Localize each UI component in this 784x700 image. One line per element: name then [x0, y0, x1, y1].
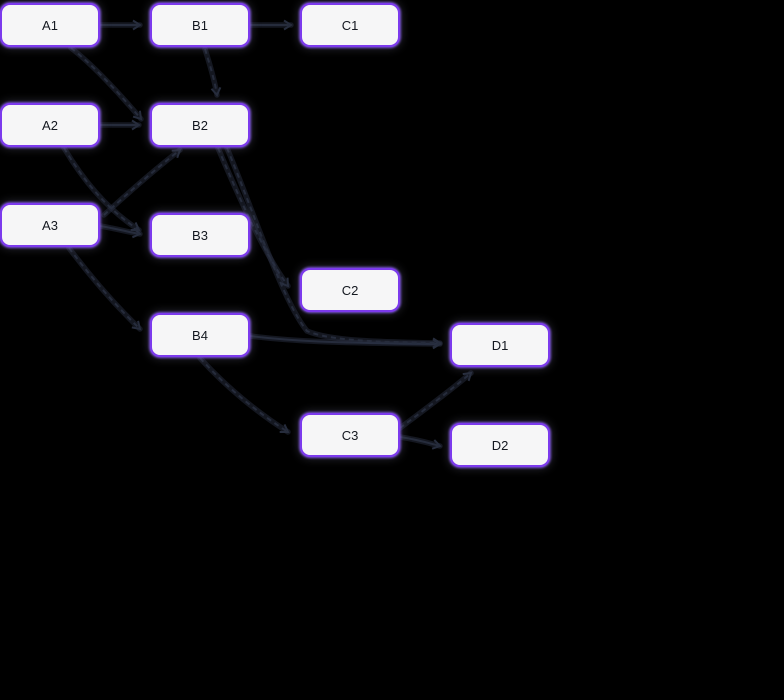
edge-b2-d1[interactable]: [226, 147, 442, 349]
edge-b2-c2[interactable]: [217, 147, 290, 288]
node-label-d2: D2: [491, 437, 509, 453]
edge-c3-d1[interactable]: [399, 371, 473, 429]
edge-c3-d2[interactable]: [399, 436, 442, 450]
edge-a3-b3[interactable]: [99, 225, 142, 239]
node-label-b4: B4: [192, 327, 208, 343]
edge-halo-b4-c3: [197, 355, 291, 435]
flow-node-c1[interactable]: C1: [300, 3, 400, 47]
node-label-a1: A1: [42, 17, 58, 33]
edge-halo-b2-d1: [224, 145, 443, 346]
edge-b1-b2[interactable]: [204, 48, 222, 97]
flow-node-b2[interactable]: B2: [150, 103, 250, 147]
node-label-b2: B2: [192, 117, 208, 133]
edge-a1-b2[interactable]: [70, 47, 143, 121]
edge-b4-c3[interactable]: [199, 357, 290, 434]
node-label-a3: A3: [42, 217, 58, 233]
node-label-c3: C3: [341, 427, 359, 443]
node-label-c2: C2: [341, 282, 359, 298]
flow-node-c2[interactable]: C2: [300, 268, 400, 312]
node-label-b1: B1: [192, 17, 208, 33]
flow-node-d2[interactable]: D2: [450, 423, 550, 467]
node-label-a2: A2: [42, 117, 58, 133]
flow-node-a3[interactable]: A3: [0, 203, 100, 247]
edge-a3-b2[interactable]: [103, 148, 182, 216]
node-label-b3: B3: [192, 227, 208, 243]
flow-node-a1[interactable]: A1: [0, 3, 100, 47]
flow-node-d1[interactable]: D1: [450, 323, 550, 367]
node-label-d1: D1: [491, 337, 509, 353]
edge-halo-a3-b4: [66, 245, 143, 332]
edge-a2-b3[interactable]: [63, 147, 141, 232]
flow-node-c3[interactable]: C3: [300, 413, 400, 457]
flow-node-b4[interactable]: B4: [150, 313, 250, 357]
edge-b4-d1[interactable]: [249, 335, 442, 350]
node-label-c1: C1: [341, 17, 359, 33]
edge-a3-b4[interactable]: [68, 247, 142, 331]
flow-node-b1[interactable]: B1: [150, 3, 250, 47]
flow-node-b3[interactable]: B3: [150, 213, 250, 257]
flow-node-a2[interactable]: A2: [0, 103, 100, 147]
